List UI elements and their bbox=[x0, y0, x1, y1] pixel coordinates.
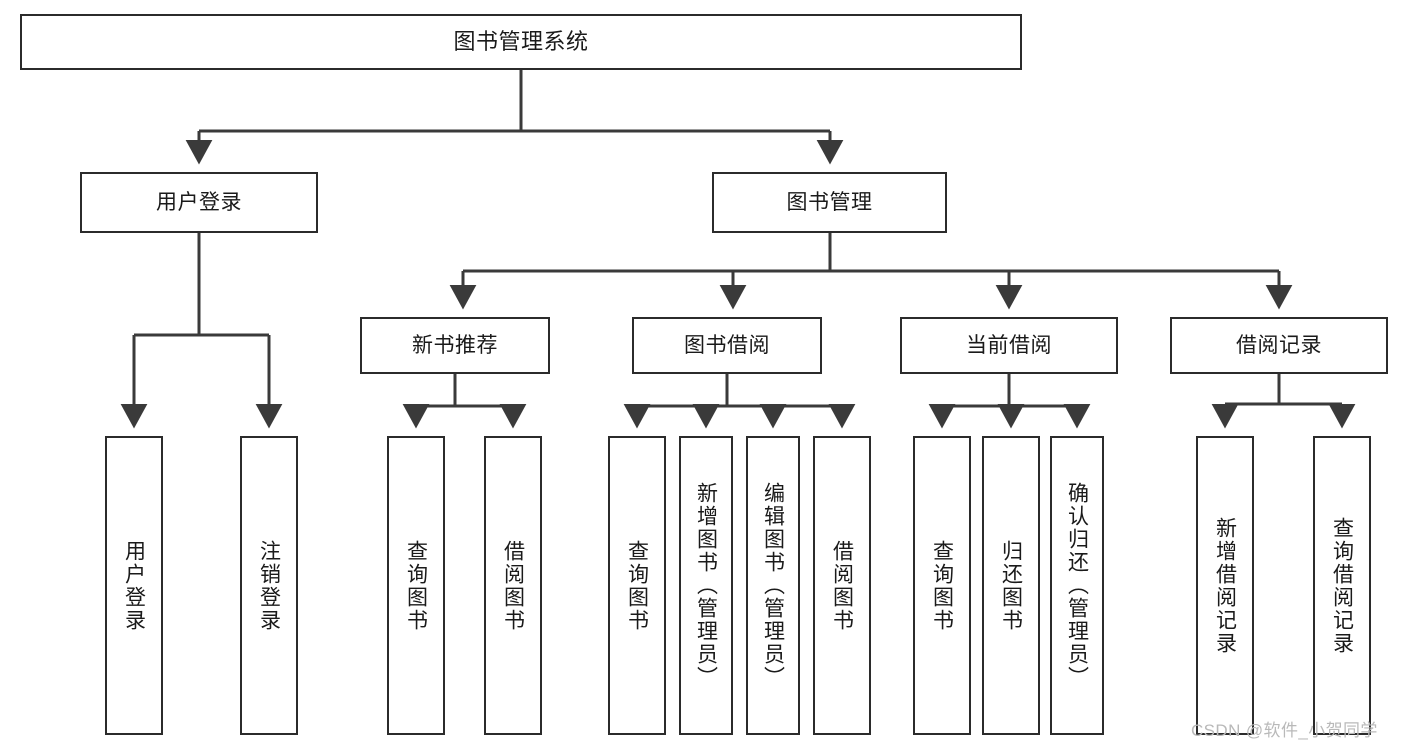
node-new-book-recommend[interactable]: 新书推荐 bbox=[360, 317, 550, 374]
node-current-borrow-label: 当前借阅 bbox=[966, 333, 1052, 357]
leaf-add-borrow-record-label: 新增借阅记录 bbox=[1213, 516, 1237, 655]
leaf-query-borrow-record[interactable]: 查询借阅记录 bbox=[1313, 436, 1371, 735]
node-root-label: 图书管理系统 bbox=[453, 28, 589, 54]
leaf-user-login-label: 用户登录 bbox=[122, 539, 146, 632]
leaf-query-book-borrow[interactable]: 查询图书 bbox=[608, 436, 666, 735]
node-book-borrow-label: 图书借阅 bbox=[684, 333, 770, 357]
leaf-edit-book-admin[interactable]: 编辑图书（管理员） bbox=[746, 436, 800, 735]
leaf-borrow-book[interactable]: 借阅图书 bbox=[813, 436, 871, 735]
leaf-confirm-return-admin[interactable]: 确认归还（管理员） bbox=[1050, 436, 1104, 735]
leaf-edit-book-admin-label: 编辑图书（管理员） bbox=[761, 482, 785, 689]
leaf-query-book-recommend-label: 查询图书 bbox=[404, 539, 428, 632]
node-book-borrow[interactable]: 图书借阅 bbox=[632, 317, 822, 374]
leaf-return-book[interactable]: 归还图书 bbox=[982, 436, 1040, 735]
node-borrow-record-label: 借阅记录 bbox=[1236, 333, 1322, 357]
leaf-confirm-return-admin-label: 确认归还（管理员） bbox=[1065, 482, 1089, 689]
leaf-borrow-book-label: 借阅图书 bbox=[830, 539, 854, 632]
watermark: CSDN @软件_小贺同学 bbox=[1191, 721, 1378, 740]
leaf-query-borrow-record-label: 查询借阅记录 bbox=[1330, 516, 1354, 655]
leaf-add-borrow-record[interactable]: 新增借阅记录 bbox=[1196, 436, 1254, 735]
node-user-login-label: 用户登录 bbox=[156, 190, 242, 214]
leaf-borrow-book-recommend-label: 借阅图书 bbox=[501, 539, 525, 632]
node-new-book-recommend-label: 新书推荐 bbox=[412, 333, 498, 357]
node-user-login[interactable]: 用户登录 bbox=[80, 172, 318, 233]
leaf-query-book-recommend[interactable]: 查询图书 bbox=[387, 436, 445, 735]
node-current-borrow[interactable]: 当前借阅 bbox=[900, 317, 1118, 374]
leaf-logout[interactable]: 注销登录 bbox=[240, 436, 298, 735]
leaf-query-book-borrow-label: 查询图书 bbox=[625, 539, 649, 632]
leaf-user-login[interactable]: 用户登录 bbox=[105, 436, 163, 735]
leaf-add-book-admin[interactable]: 新增图书（管理员） bbox=[679, 436, 733, 735]
leaf-borrow-book-recommend[interactable]: 借阅图书 bbox=[484, 436, 542, 735]
node-borrow-record[interactable]: 借阅记录 bbox=[1170, 317, 1388, 374]
leaf-return-book-label: 归还图书 bbox=[999, 539, 1023, 632]
node-book-management[interactable]: 图书管理 bbox=[712, 172, 947, 233]
leaf-logout-label: 注销登录 bbox=[257, 539, 281, 632]
leaf-query-book-current[interactable]: 查询图书 bbox=[913, 436, 971, 735]
leaf-add-book-admin-label: 新增图书（管理员） bbox=[694, 482, 718, 689]
node-book-management-label: 图书管理 bbox=[786, 190, 873, 214]
node-root[interactable]: 图书管理系统 bbox=[20, 14, 1022, 70]
leaf-query-book-current-label: 查询图书 bbox=[930, 539, 954, 632]
